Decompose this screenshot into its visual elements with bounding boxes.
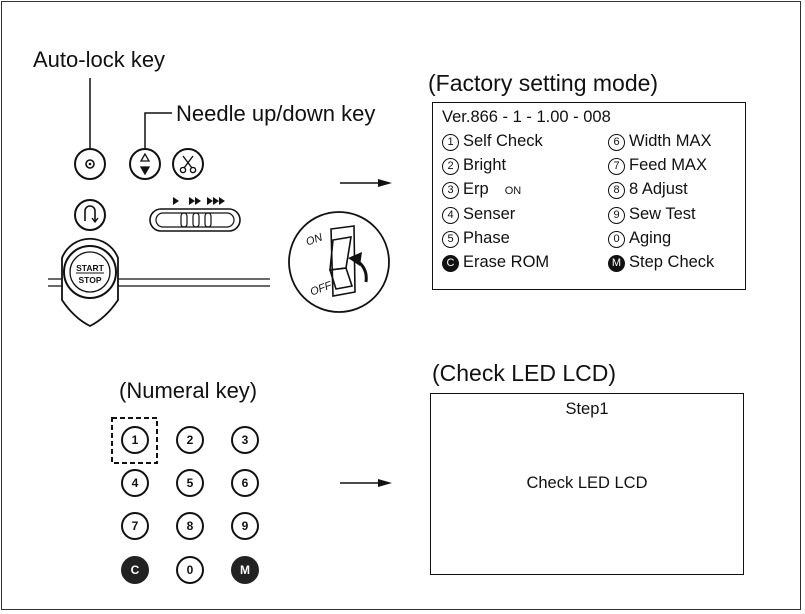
reverse-icon [84,205,96,221]
check-led-title: (Check LED LCD) [432,360,617,386]
numeral-key-m[interactable]: M [231,556,259,584]
needle-updown-key[interactable] [129,148,161,180]
start-label: START [76,263,104,273]
erp-status: ON [504,185,522,198]
version-text: Ver.866 - 1 - 1.00 - 008 [442,108,611,126]
menu-item-label: Aging [629,228,672,247]
needle-leader [144,112,172,148]
slider-tick-left [180,212,188,228]
numeral-key-4[interactable]: 4 [121,469,149,497]
auto-lock-key-label: Auto-lock key [33,47,166,72]
menu-item-label: Width MAX [629,132,712,150]
menu-item-label: 8 Adjust [629,180,688,199]
menu-number-badge: M [608,255,625,272]
menu-item-label: Self Check [463,132,543,150]
needle-key-label: Needle up/down key [176,101,376,126]
menu-number-badge: C [442,255,459,272]
check-led-message: Check LED LCD [526,474,648,492]
speed-slider[interactable] [149,208,241,232]
menu-item-label: Erp [463,180,489,199]
menu-item-label: Step Check [629,253,715,271]
power-switch[interactable] [328,225,356,297]
menu-number-badge: 0 [608,230,625,248]
reverse-key[interactable] [74,199,106,231]
numeral-key-7[interactable]: 7 [121,512,149,540]
numeral-key-1[interactable]: 1 [121,426,149,454]
numeral-key-c[interactable]: C [121,556,149,584]
needle-down-icon [139,166,151,176]
menu-number-badge: 7 [608,158,625,176]
stop-label: STOP [78,275,102,285]
menu-number-badge: 2 [442,158,459,176]
auto-lock-icon [85,159,95,169]
key-1-highlight [111,417,158,464]
menu-item-label: Erase ROM [463,253,550,271]
numeral-key-3[interactable]: 3 [231,426,259,454]
check-led-box: Step1 Check LED LCD [430,393,744,575]
menu-number-badge: 8 [608,182,625,200]
speed-arrows-icon [173,197,225,205]
numeral-key-label: (Numeral key) [119,378,258,403]
menu-item-label: Sew Test [629,204,696,223]
menu-item-label: Phase [463,228,510,247]
factory-mode-title: (Factory setting mode) [428,70,659,96]
slider-knob[interactable] [192,212,200,228]
step-label: Step1 [565,400,609,418]
menu-item-label: Feed MAX [629,156,707,175]
slider-tick-right [204,212,212,228]
menu-item-label: Bright [463,156,507,175]
numeral-key-9[interactable]: 9 [231,512,259,540]
needle-up-icon [139,152,151,162]
menu-item-label: Senser [463,204,516,223]
numeral-key-2[interactable]: 2 [176,426,204,454]
numeral-key-5[interactable]: 5 [176,469,204,497]
menu-number-badge: 3 [442,182,459,200]
menu-number-badge: 4 [442,206,459,224]
menu-number-badge: 5 [442,230,459,248]
scissors-icon [179,155,197,174]
numeral-key-0[interactable]: 0 [176,556,204,584]
thread-cutter-key[interactable] [172,148,204,180]
menu-number-badge: 6 [608,134,625,151]
numeral-key-6[interactable]: 6 [231,469,259,497]
start-stop-button[interactable] [63,245,117,299]
menu-number-badge: 1 [442,134,459,151]
numeral-key-8[interactable]: 8 [176,512,204,540]
menu-number-badge: 9 [608,206,625,224]
power-switch-bezel [288,211,390,313]
